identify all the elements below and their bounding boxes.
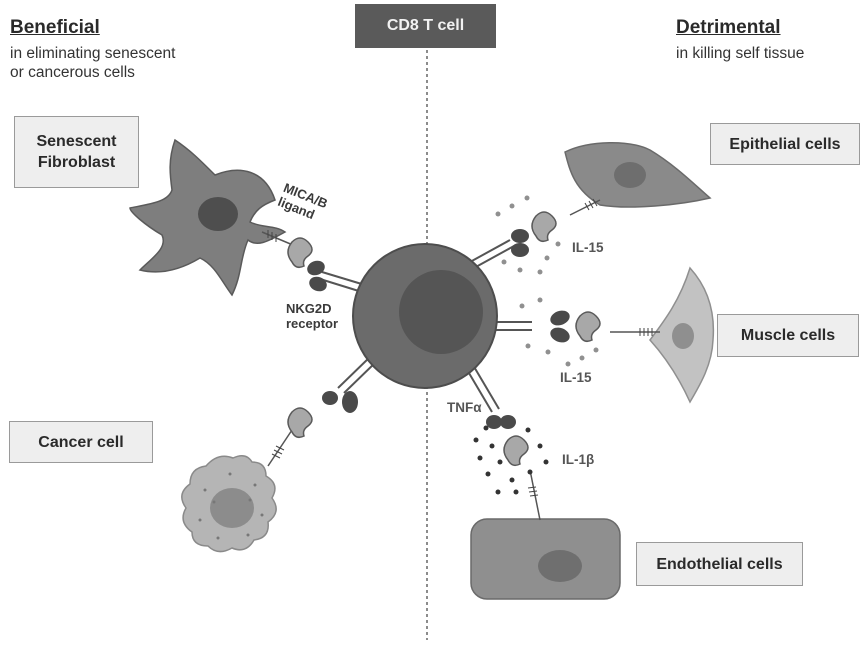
ligand-coils [267, 198, 653, 497]
cytokine-dots-dark [473, 425, 549, 495]
nkg2d-label: NKG2D receptor [286, 301, 338, 331]
cancer-nucleus [210, 488, 254, 528]
nkg2d-label-1: NKG2D [286, 301, 332, 316]
cd8-t-cell-label: CD8 T cell [355, 4, 496, 48]
senescent-label-2: Fibroblast [37, 154, 116, 171]
beneficial-sub-1: in eliminating senescent [10, 45, 176, 62]
endothelial-cells-box: Endothelial cells [636, 542, 803, 586]
detrimental-sub-1: in killing self tissue [676, 45, 805, 62]
muscle-cells-box: Muscle cells [717, 314, 859, 357]
cancer-cell-box: Cancer cell [9, 421, 153, 463]
cancer-dots [198, 472, 264, 540]
tnfa-label: TNFα [447, 400, 482, 415]
t-cell-nucleus [399, 270, 483, 354]
receptor-stalks [319, 239, 532, 413]
beneficial-heading: Beneficial [10, 17, 100, 38]
nkg2d-label-2: receptor [286, 316, 339, 331]
il15-top-label: IL-15 [572, 240, 604, 255]
senescent-label-1: Senescent [36, 133, 117, 150]
epithelial-cells-box: Epithelial cells [710, 123, 860, 165]
detrimental-heading: Detrimental [676, 17, 781, 38]
beneficial-sub-2: or cancerous cells [10, 64, 135, 81]
receptor-heads [307, 229, 570, 429]
muscle-nucleus [672, 323, 694, 349]
cytokine-dots-light [495, 195, 599, 367]
il15-mid-label: IL-15 [560, 370, 592, 385]
fibroblast-nucleus [198, 197, 238, 231]
endothelial-nucleus [538, 550, 582, 582]
senescent-fibroblast-box: Senescent Fibroblast [14, 116, 139, 188]
epithelial-nucleus [614, 162, 646, 188]
il1b-label: IL-1β [562, 452, 595, 467]
ligand-heads [287, 211, 601, 467]
